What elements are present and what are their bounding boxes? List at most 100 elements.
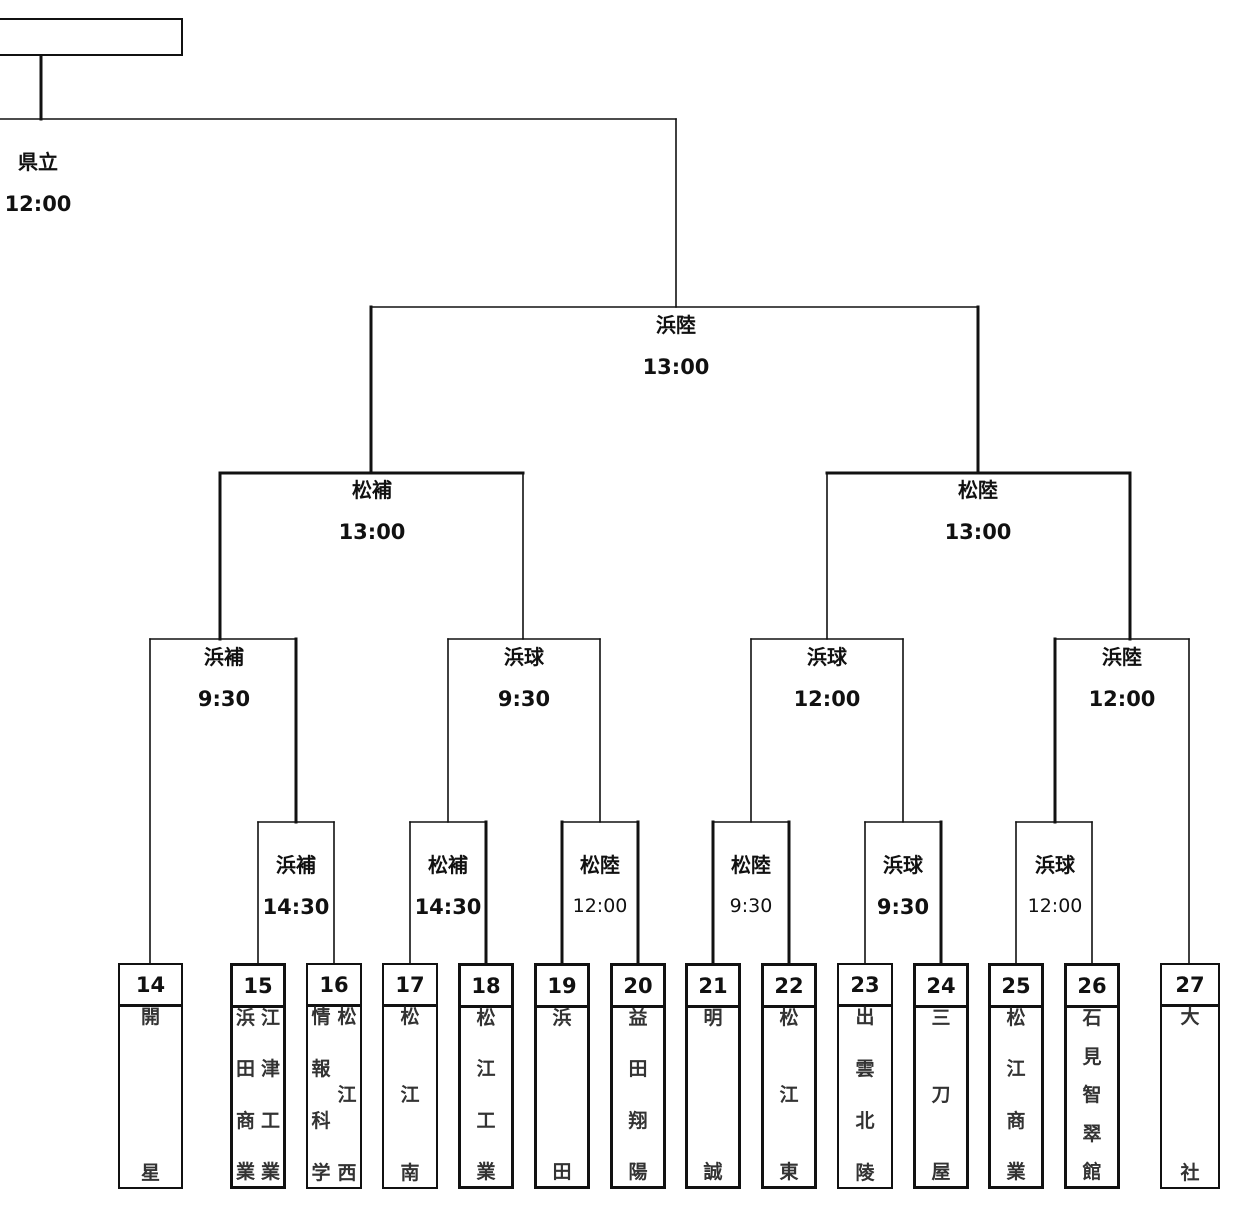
- team-name-char: 屋: [931, 1161, 951, 1183]
- team-name: 益田翔陽: [613, 1007, 663, 1184]
- team-name-char: 益: [628, 1007, 648, 1029]
- team-name-char: 出: [855, 1006, 875, 1028]
- team-name-column: 浜田商業: [233, 1009, 258, 1182]
- team-name-column: 浜田: [537, 1009, 587, 1182]
- team-name-char: [147, 1060, 154, 1079]
- venue-label: 浜陸: [1101, 645, 1142, 669]
- team-name: 出雲北陵: [839, 1006, 891, 1185]
- team-number: 20: [613, 966, 663, 1008]
- team-name-char: 北: [855, 1110, 875, 1132]
- match-final: 県立 12:00: [5, 152, 72, 215]
- team-name-char: 明: [703, 1007, 723, 1029]
- team-name-char: 江: [779, 1084, 799, 1106]
- match-quarterfinal-1: 松補 13:00: [339, 480, 406, 543]
- team-name-char: 松: [1006, 1007, 1026, 1029]
- team-name-char: 見: [1082, 1045, 1102, 1068]
- team-number: 16: [308, 965, 360, 1007]
- team-number: 19: [537, 966, 587, 1008]
- team-name-char: 津: [260, 1058, 280, 1081]
- team-name: 浜田商業江津工業: [233, 1007, 283, 1184]
- team-name-char: 田: [235, 1058, 255, 1081]
- team-name-column: 松江商業: [991, 1009, 1041, 1182]
- team-name-char: 江: [260, 1007, 280, 1029]
- time-label: 12:00: [4, 192, 72, 216]
- team-name-char: 業: [1006, 1160, 1026, 1183]
- match-semifinal: 浜陸 13:00: [643, 315, 710, 378]
- team-name-char: 業: [260, 1160, 280, 1183]
- time-label: 12:00: [1027, 895, 1083, 917]
- team-name-char: 翔: [628, 1109, 648, 1132]
- team-name-char: 大: [1180, 1006, 1200, 1028]
- team-name-column: 三刀屋: [916, 1009, 966, 1182]
- team-name-column: 松江東: [764, 1009, 814, 1182]
- team-name-char: 浜: [552, 1007, 572, 1029]
- team-name-char: 館: [1082, 1161, 1102, 1183]
- team-name-column: 江津工業: [258, 1009, 283, 1182]
- time-label: 14:30: [414, 895, 482, 919]
- team-name-column: 松江工業: [461, 1009, 511, 1182]
- venue-label: 浜球: [806, 645, 847, 669]
- team-name-char: 江: [476, 1058, 496, 1081]
- team-name-char: 情: [311, 1006, 331, 1028]
- team-name-column: 松江南: [384, 1008, 436, 1183]
- team-name-char: 星: [140, 1162, 160, 1184]
- team-name: 三刀屋: [916, 1007, 966, 1184]
- team-name-char: 陽: [628, 1160, 648, 1183]
- team-name: 松江工業: [461, 1007, 511, 1184]
- venue-label: 松陸: [579, 853, 620, 877]
- venue-label: 浜球: [882, 853, 923, 877]
- team-name: 松江東: [764, 1007, 814, 1184]
- time-label: 14:30: [262, 895, 330, 919]
- team-name: 浜田: [537, 1007, 587, 1184]
- team-number: 15: [233, 966, 283, 1008]
- team-name-char: 智: [1082, 1084, 1102, 1106]
- team-name-char: 報: [311, 1058, 331, 1080]
- team-number: 22: [764, 966, 814, 1008]
- team-name-char: 社: [1180, 1162, 1200, 1184]
- team-name-column: 出雲北陵: [839, 1008, 891, 1183]
- time-label: 9:30: [497, 687, 551, 711]
- venue-label: 浜補: [203, 645, 244, 669]
- venue-label: 松陸: [730, 853, 771, 877]
- match-round2-1: 浜補 14:30: [263, 855, 330, 918]
- team-name-char: 田: [552, 1161, 572, 1183]
- team-name-char: 開: [140, 1006, 160, 1028]
- team-number: 18: [461, 966, 511, 1008]
- time-label: 9:30: [876, 895, 930, 919]
- team-name-char: 翠: [1082, 1122, 1102, 1145]
- time-label: 13:00: [338, 520, 406, 544]
- team-name-char: 江: [400, 1084, 420, 1106]
- team-number: 24: [916, 966, 966, 1008]
- team-name: 松江南: [384, 1006, 436, 1185]
- team-name-column: 情報科学: [308, 1008, 334, 1183]
- team-name-column: 石見智翠館: [1067, 1009, 1117, 1182]
- team-name: 大社: [1162, 1006, 1218, 1185]
- time-label: 9:30: [197, 687, 251, 711]
- team-name-char: 石: [1082, 1007, 1102, 1029]
- match-quarterfinal-2: 松陸 13:00: [945, 480, 1012, 543]
- team-name-char: 雲: [855, 1058, 875, 1080]
- time-label: 13:00: [944, 520, 1012, 544]
- team-name-char: 学: [311, 1162, 331, 1184]
- team-number: 21: [688, 966, 738, 1008]
- time-label: 12:00: [1088, 687, 1156, 711]
- time-label: 13:00: [642, 355, 710, 379]
- venue-label: 松補: [351, 478, 392, 502]
- team-name-column: 益田翔陽: [613, 1009, 663, 1182]
- team-number: 17: [384, 965, 436, 1007]
- team-number: 14: [120, 965, 181, 1007]
- team-name-char: 誠: [703, 1161, 723, 1183]
- team-name-column: 松江西: [334, 1008, 360, 1183]
- time-label: 12:00: [793, 687, 861, 711]
- team-name-char: 工: [260, 1109, 280, 1132]
- venue-label: 浜陸: [655, 313, 696, 337]
- match-round2-6: 浜球 12:00: [1028, 855, 1083, 916]
- team-number: 27: [1162, 965, 1218, 1007]
